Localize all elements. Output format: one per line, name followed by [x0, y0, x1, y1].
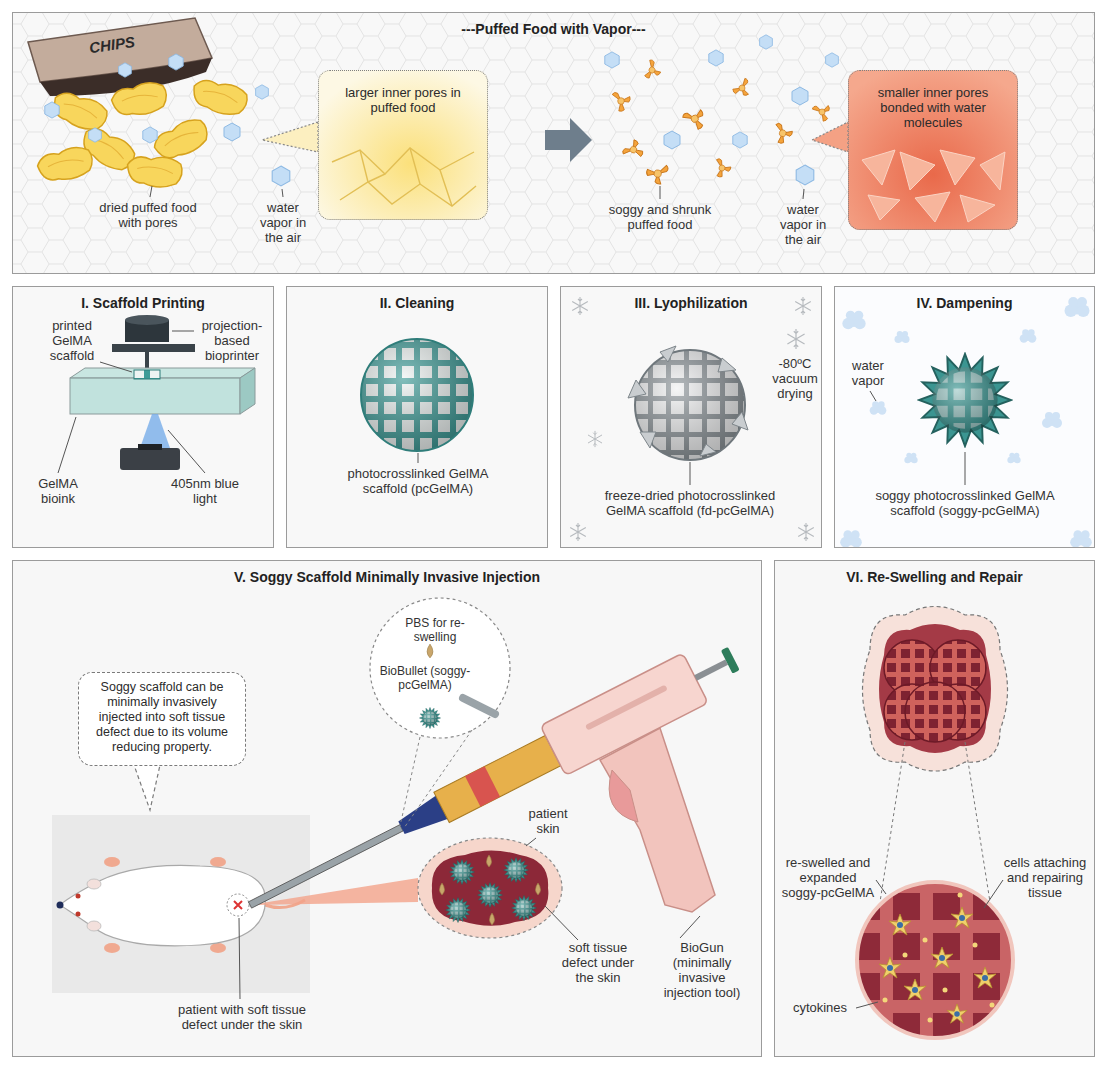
node-text: larger inner pores in puffed food	[345, 85, 461, 115]
part-label: soggy photocrosslinked GelMA scaffold (s…	[860, 488, 1070, 518]
note-callout: Soggy scaffold can be minimally invasive…	[78, 672, 246, 766]
part-label: BioBullet (soggy-pcGelMA)	[375, 664, 475, 692]
part-label: BioGun (minimally invasive injection too…	[654, 940, 750, 1000]
part-label: water vapor in the air	[252, 200, 314, 245]
part-label: cytokines	[785, 1000, 855, 1015]
zoom-callout: larger inner pores in puffed food	[318, 70, 488, 220]
panel-heading: I. Scaffold Printing	[13, 287, 273, 311]
part-label: patient skin	[516, 806, 580, 836]
part-label: -80ºC vacuum drying	[763, 356, 827, 401]
panel-heading: ---Puffed Food with Vapor---	[13, 13, 1094, 37]
step-panel: VI. Re-Swelling and Repair	[774, 560, 1095, 1057]
part-label: water vapor in the air	[772, 202, 834, 247]
part-label: freeze-dried photocrosslinked GelMA scaf…	[585, 488, 795, 518]
node-text: smaller inner pores bonded with water mo…	[869, 85, 997, 130]
part-label: 405nm blue light	[165, 476, 245, 506]
part-label: printed GelMA scaffold	[36, 318, 108, 363]
part-label: re-swelled and expanded soggy-pcGelMA	[780, 855, 876, 900]
part-label: soft tissue defect under the skin	[553, 940, 643, 985]
zoom-callout: smaller inner pores bonded with water mo…	[848, 70, 1018, 230]
panel-heading: V. Soggy Scaffold Minimally Invasive Inj…	[13, 561, 761, 585]
step-panel: II. Cleaning	[286, 286, 548, 548]
part-label: PBS for re-swelling	[395, 616, 475, 644]
part-label: projection-based bioprinter	[194, 318, 270, 363]
part-label: soggy and shrunk puffed food	[605, 202, 715, 232]
part-label: patient with soft tissue defect under th…	[172, 1002, 312, 1032]
part-label: photocrosslinked GelMA scaffold (pcGelMA…	[338, 466, 498, 496]
panel-heading: III. Lyophilization	[561, 287, 821, 311]
part-label: GelMA bioink	[26, 476, 90, 506]
section-panel: ---Puffed Food with Vapor--- larger inner…	[12, 12, 1095, 274]
node-text: Soggy scaffold can be minimally invasive…	[88, 680, 236, 755]
step-panel: V. Soggy Scaffold Minimally Invasive Inj…	[12, 560, 762, 1057]
part-label: water vapor	[838, 358, 898, 388]
part-label: dried puffed food with pores	[93, 200, 203, 230]
part-label: cells attaching and repairing tissue	[1003, 855, 1087, 900]
panel-heading: IV. Dampening	[835, 287, 1094, 311]
panel-heading: VI. Re-Swelling and Repair	[775, 561, 1094, 585]
panel-heading: II. Cleaning	[287, 287, 547, 311]
